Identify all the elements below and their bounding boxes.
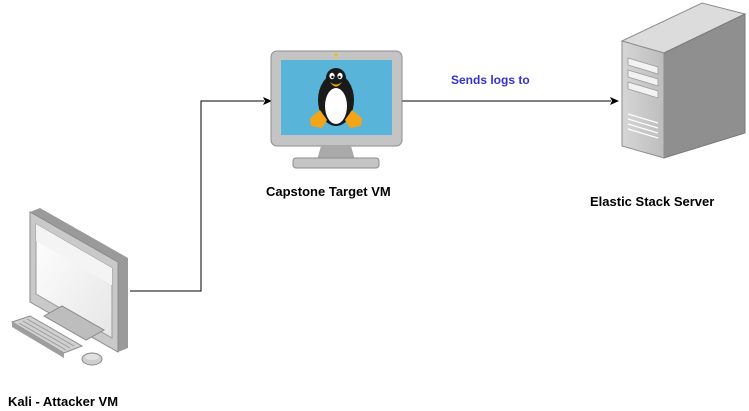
server-tower-icon[interactable] [620,2,747,159]
edge-attacker-to-target [130,97,272,292]
edge-label-sends-logs: Sends logs to [451,73,530,87]
attacker-vm-label: Kali - Attacker VM [8,394,119,409]
target-vm-label: Capstone Target VM [266,184,391,199]
penguin-icon [310,68,362,128]
linux-monitor-icon[interactable] [270,50,403,169]
elastic-server-label: Elastic Stack Server [590,194,715,209]
desktop-computer-icon[interactable] [10,208,128,366]
edge-target-to-server [402,97,619,105]
